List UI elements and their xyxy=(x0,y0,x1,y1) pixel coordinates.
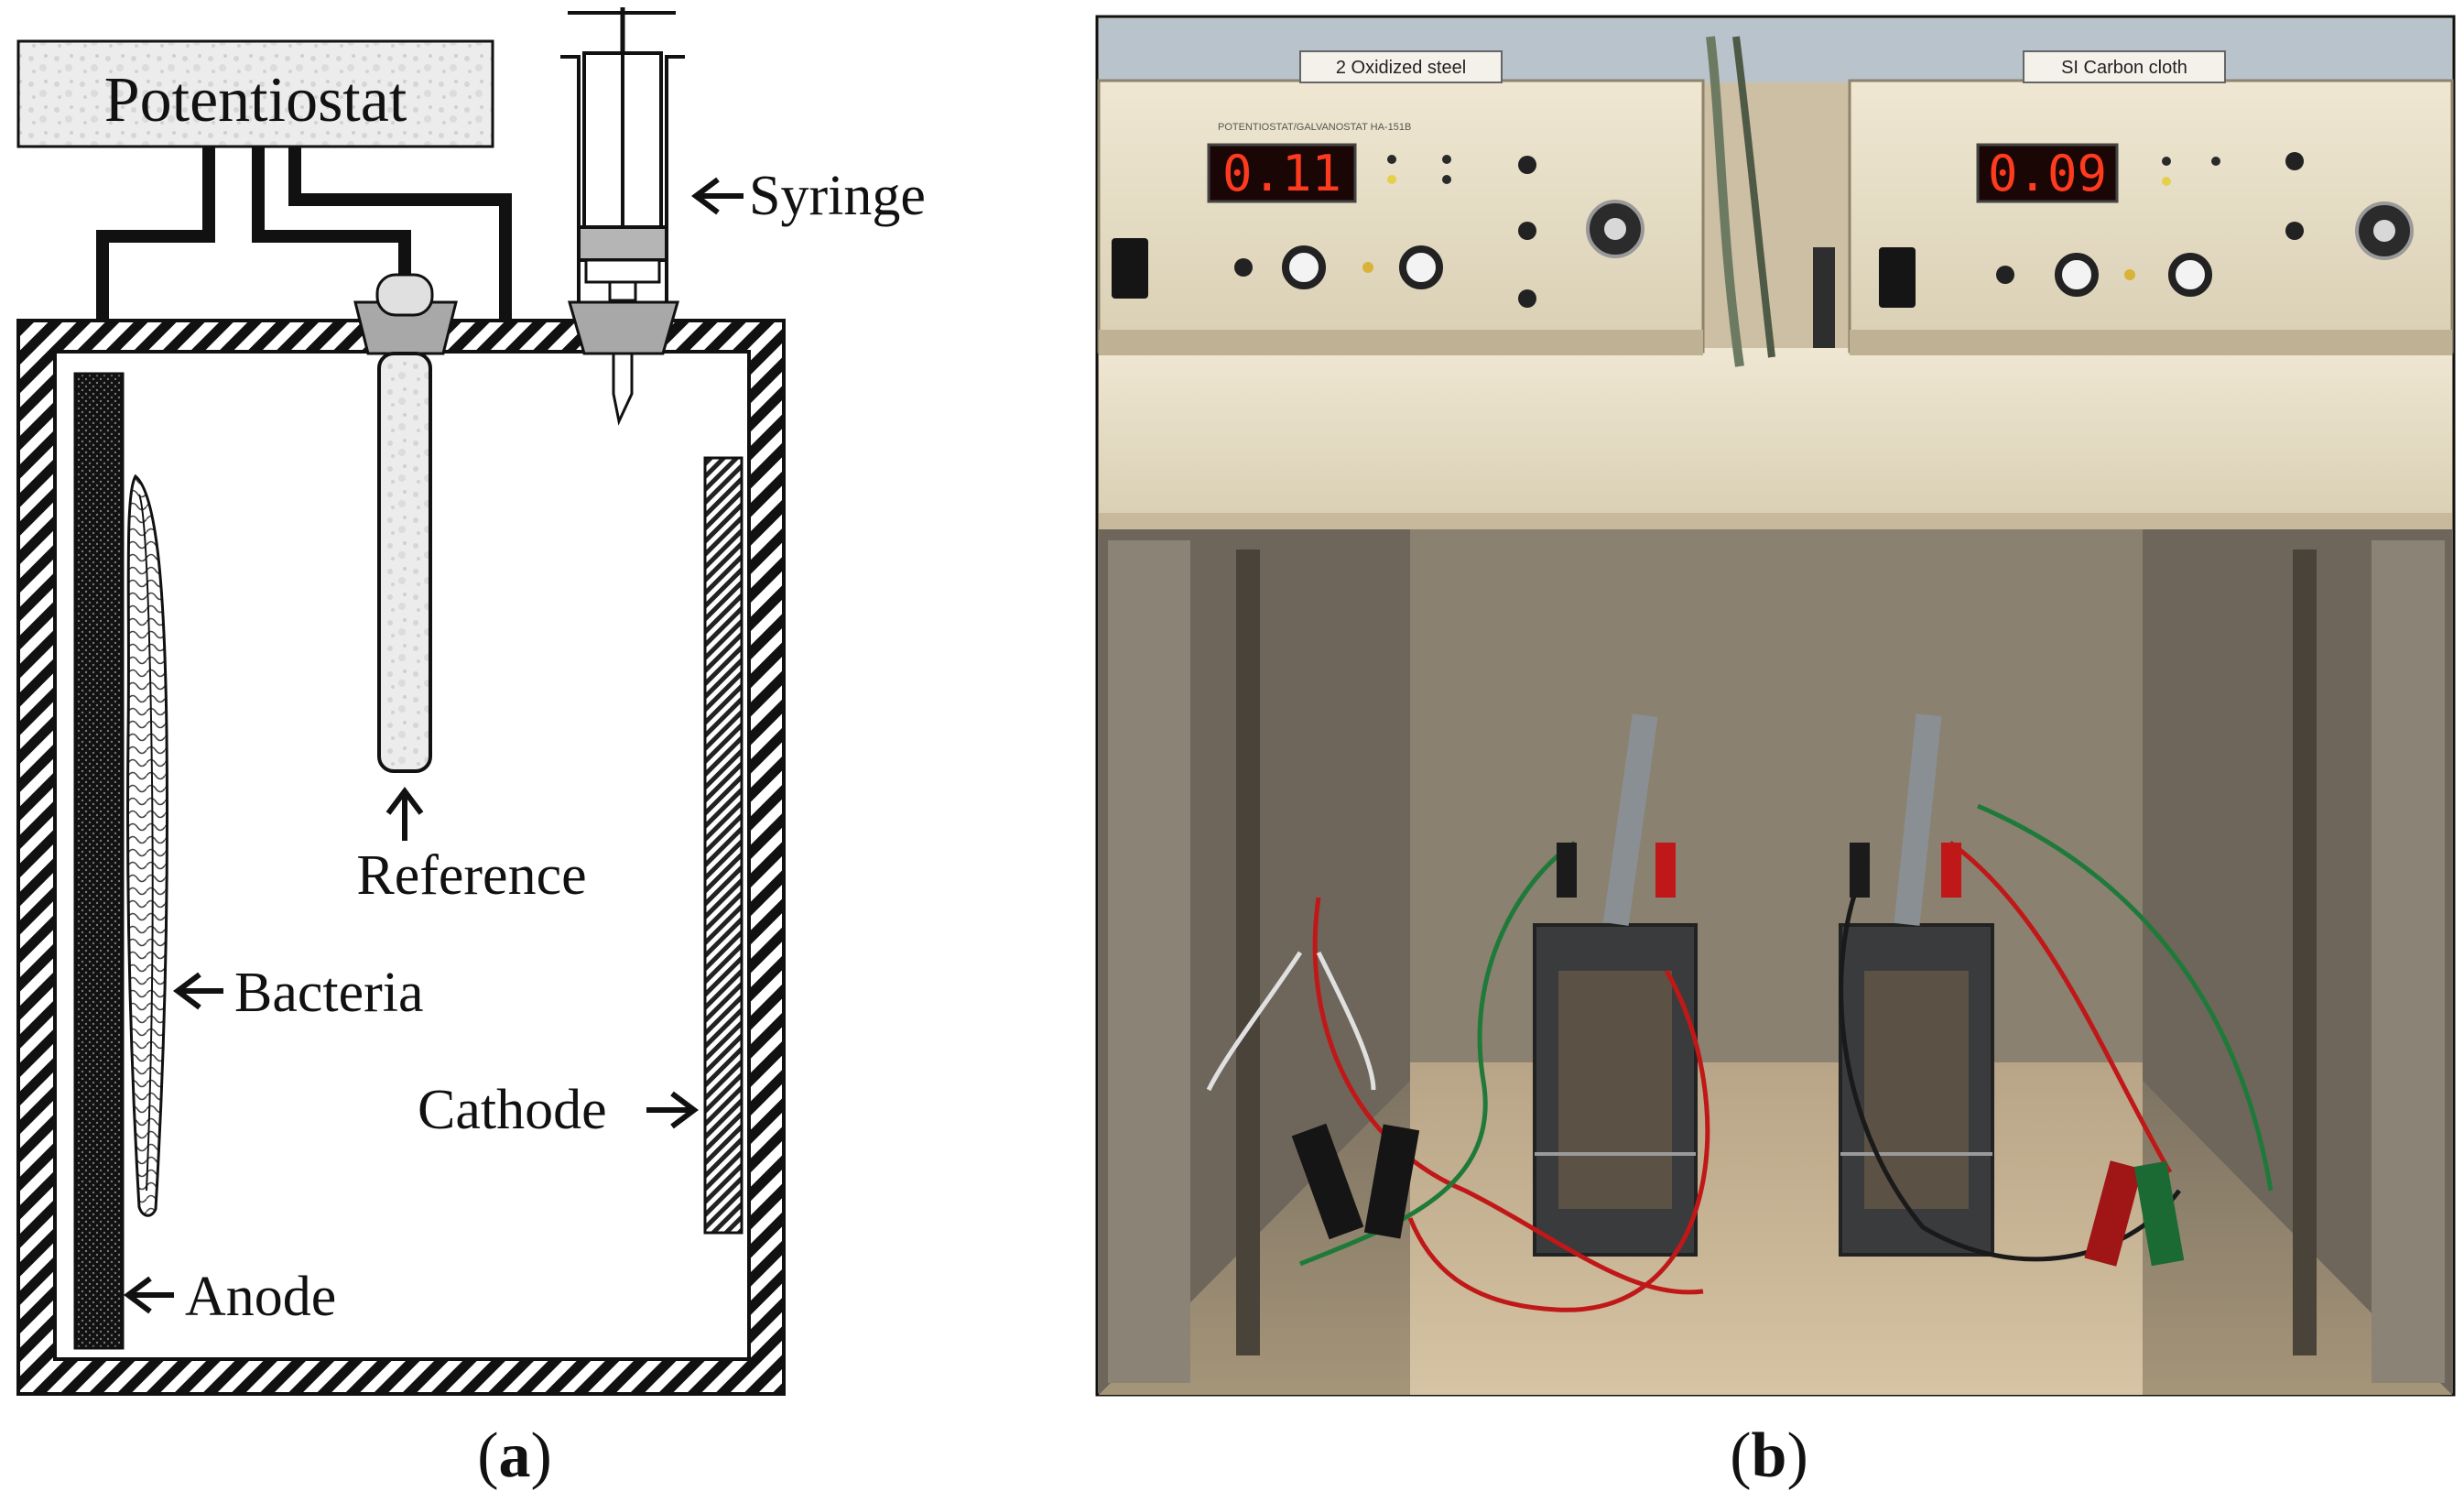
cathode-label: Cathode xyxy=(418,1079,607,1141)
panel-b-letter: b xyxy=(1752,1420,1787,1491)
alligator-clips xyxy=(1291,843,2185,1267)
bacteria-callout: Bacteria xyxy=(173,962,424,1024)
reference-electrode xyxy=(375,273,434,773)
potentiostat-right: SI Carbon cloth 0.09 xyxy=(1848,50,2454,355)
panel-b-photo: 2 Oxidized steel POTENTIOSTAT/GALVANOSTA… xyxy=(1095,15,2456,1491)
potentiostat-left: 2 Oxidized steel POTENTIOSTAT/GALVANOSTA… xyxy=(1097,50,1705,355)
anode-callout: Anode xyxy=(124,1266,336,1328)
right-cell-tag: SI Carbon cloth xyxy=(2061,58,2187,78)
reference-callout: Reference xyxy=(356,787,587,907)
panel-a-caption: (a) xyxy=(477,1420,552,1491)
svg-text:(a): (a) xyxy=(477,1420,552,1491)
cathode-electrode xyxy=(703,456,744,1235)
syringe-stopper xyxy=(568,300,679,355)
bacteria-label: Bacteria xyxy=(234,962,424,1024)
syringe-callout: Syringe xyxy=(691,165,926,227)
bacteria-biofilm xyxy=(126,473,168,1217)
right-power-switch xyxy=(1879,247,1916,308)
syringe-label: Syringe xyxy=(749,165,926,227)
anode-electrode xyxy=(73,372,125,1350)
panel-a-schematic: Potentiostat xyxy=(16,7,926,1491)
left-device-caption: POTENTIOSTAT/GALVANOSTAT HA-151B xyxy=(1218,122,1411,133)
anode-label: Anode xyxy=(185,1266,336,1328)
panel-a-letter: a xyxy=(499,1420,531,1491)
cathode-callout: Cathode xyxy=(418,1079,699,1141)
right-readout: 0.09 xyxy=(1988,145,2107,202)
svg-text:(b): (b) xyxy=(1730,1420,1808,1491)
left-cell-tag: 2 Oxidized steel xyxy=(1336,58,1466,78)
panel-b-caption: (b) xyxy=(1730,1420,1808,1491)
left-power-switch xyxy=(1112,238,1148,299)
potentiostat-box: Potentiostat xyxy=(16,39,494,148)
cell-right xyxy=(1839,713,1994,1257)
cell-left xyxy=(1533,713,1698,1257)
reference-label: Reference xyxy=(356,844,586,907)
left-readout: 0.11 xyxy=(1222,145,1341,202)
potentiostat-label: Potentiostat xyxy=(104,65,407,136)
